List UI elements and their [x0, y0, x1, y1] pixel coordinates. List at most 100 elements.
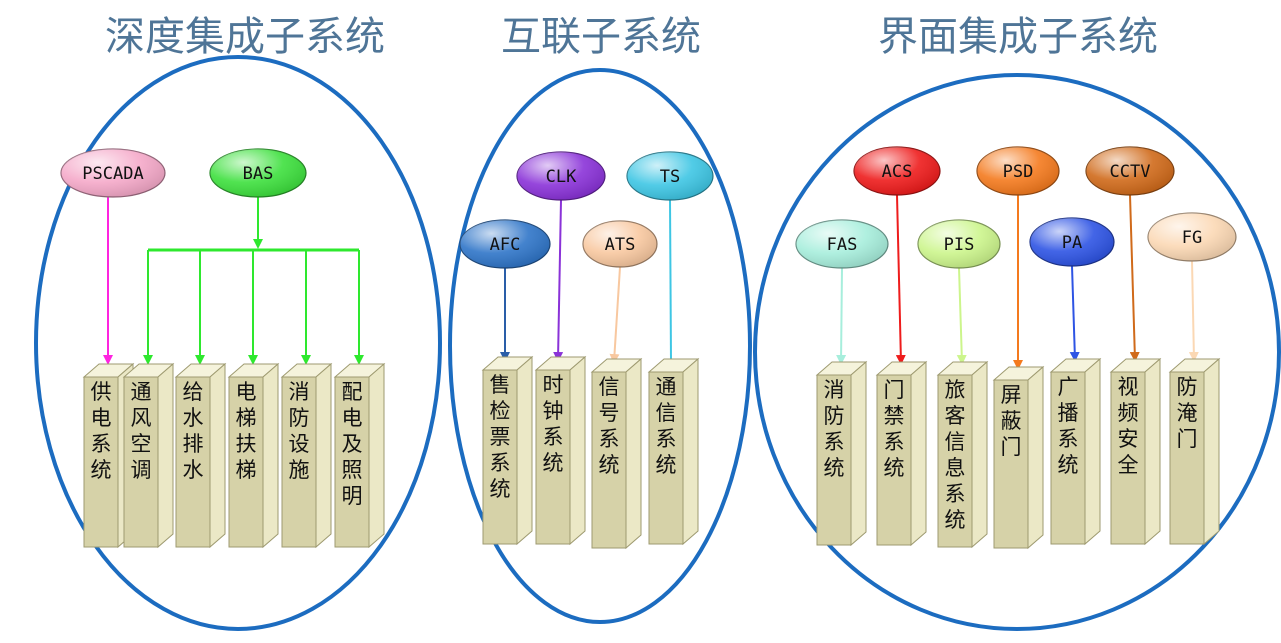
group-boundary-interface — [753, 73, 1281, 631]
pillar-side — [1027, 365, 1044, 550]
pillar-side — [910, 360, 927, 547]
node-label: AFC — [490, 235, 521, 255]
pillar-front — [83, 376, 119, 548]
group-title-interface: 界面集成子系统 — [878, 14, 1158, 60]
pillar-interface-screen: 屏蔽门 — [992, 365, 1045, 550]
node-label: TS — [660, 167, 680, 187]
node-shine — [1086, 147, 1174, 195]
node-label: ATS — [605, 235, 636, 255]
pillar-label: 消防系统 — [824, 378, 845, 480]
pillar-side — [262, 362, 279, 549]
node-ts: TS — [626, 151, 714, 201]
connector-pa — [1069, 265, 1080, 362]
group-boundary-deep — [34, 55, 442, 631]
pillar-interface-door: 门禁系统 — [875, 360, 928, 547]
pillar-label: 消防设施 — [289, 380, 310, 482]
node-afc: AFC — [459, 219, 551, 269]
node-shine — [977, 147, 1059, 195]
pillar-label: 供电系统 — [91, 380, 112, 482]
pillar-interconnect-clock: 时钟系统 — [534, 355, 587, 546]
pillar-label: 信号系统 — [599, 375, 620, 477]
connector-ts — [669, 199, 672, 363]
node-pis: PIS — [917, 219, 1001, 269]
node-psd: PSD — [976, 146, 1060, 196]
pillar-label: 通信系统 — [656, 375, 677, 477]
pillar-deep-water: 给水排水 — [174, 362, 227, 549]
pillar-interface-pis: 旅客信息系统 — [936, 360, 989, 549]
pillar-front — [993, 379, 1029, 549]
pillar-side — [368, 362, 385, 549]
node-label: PSCADA — [82, 164, 143, 184]
node-fas: FAS — [795, 219, 889, 269]
connector-clk — [553, 199, 564, 362]
pillar-label: 视频安全 — [1118, 375, 1139, 477]
pillar-front — [816, 374, 852, 546]
node-shine — [1030, 218, 1114, 266]
connector-fas — [836, 267, 847, 365]
group-boundary-interconnect — [448, 68, 752, 624]
pillar-label: 给水排水 — [183, 380, 204, 482]
pillar-front — [648, 371, 684, 545]
pillar-label: 时钟系统 — [543, 373, 564, 475]
pillar-front — [228, 376, 264, 548]
pillar-front — [1169, 371, 1205, 545]
node-shine — [854, 147, 940, 195]
pillar-front — [535, 369, 571, 545]
node-label: FAS — [827, 235, 858, 255]
pillar-interface-fire: 消防系统 — [815, 360, 868, 547]
node-clk: CLK — [516, 151, 606, 201]
pillar-side — [971, 360, 988, 549]
group-title-interconnect: 互联子系统 — [501, 14, 701, 60]
pillar-label: 门禁系统 — [884, 378, 905, 480]
node-label: CCTV — [1110, 162, 1151, 182]
node-shine — [210, 149, 306, 197]
pillar-side — [850, 360, 867, 547]
node-label: CLK — [546, 167, 577, 187]
connector-acs — [895, 194, 906, 365]
pillar-side — [1144, 357, 1161, 546]
node-shine — [61, 149, 165, 197]
pillar-side — [569, 355, 586, 546]
pillar-front — [334, 376, 370, 548]
pillar-side — [157, 362, 174, 549]
node-label: ACS — [882, 162, 913, 182]
pillar-deep-lighting: 配电及照明 — [333, 362, 386, 549]
pillar-front — [1110, 371, 1146, 545]
node-label: PIS — [944, 235, 975, 255]
node-label: PSD — [1003, 162, 1034, 182]
node-acs: ACS — [853, 146, 941, 196]
pillar-interface-broadcast: 广播系统 — [1049, 357, 1102, 546]
pillar-side — [315, 362, 332, 549]
pillar-label: 售检票系统 — [490, 373, 511, 501]
node-label: PA — [1062, 233, 1082, 253]
pillar-front — [937, 374, 973, 548]
node-fg: FG — [1147, 212, 1237, 262]
pillar-interface-video: 视频安全 — [1109, 357, 1162, 546]
pillar-side — [1084, 357, 1101, 546]
connector-fg — [1188, 260, 1199, 362]
node-ats: ATS — [582, 220, 658, 268]
pillar-side — [209, 362, 226, 549]
pillar-front — [591, 371, 627, 549]
connector-ats — [609, 266, 621, 364]
node-pa: PA — [1029, 217, 1115, 267]
node-shine — [460, 220, 550, 268]
node-shine — [627, 152, 713, 200]
node-shine — [583, 221, 657, 267]
pillar-interconnect-comm: 通信系统 — [647, 357, 700, 546]
pillar-deep-elevator: 电梯扶梯 — [227, 362, 280, 549]
connector-cctv — [1129, 194, 1140, 362]
pillar-side — [1203, 357, 1220, 546]
pillar-label: 防淹门 — [1177, 375, 1198, 451]
pillar-interface-flood: 防淹门 — [1168, 357, 1221, 546]
node-shine — [1148, 213, 1236, 261]
node-label: BAS — [243, 164, 274, 184]
pillar-interconnect-signal: 信号系统 — [590, 357, 643, 550]
pillar-label: 广播系统 — [1058, 375, 1079, 477]
pillar-side — [516, 355, 533, 546]
node-bas: BAS — [209, 148, 307, 198]
pillar-front — [482, 369, 518, 545]
pillar-label: 屏蔽门 — [1001, 383, 1022, 459]
